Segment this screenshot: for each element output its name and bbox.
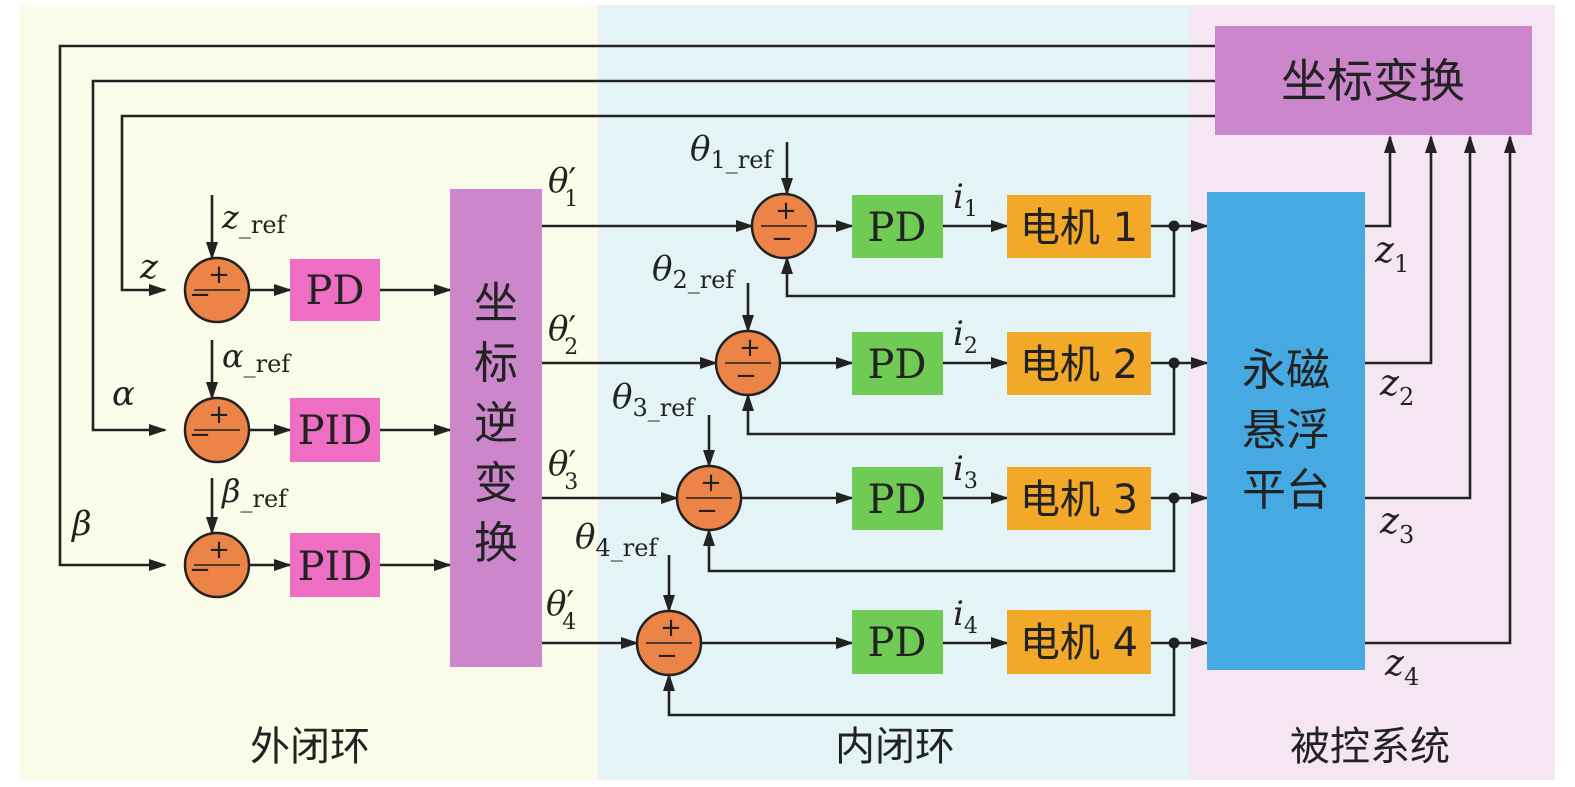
coordinate-transform-block	[1215, 26, 1532, 135]
inner-feedback-2	[742, 363, 1176, 436]
outer-sum-beta: + −	[183, 531, 251, 599]
current-i3-label: i3	[953, 449, 978, 494]
outer-pid-alpha-label: PID	[298, 408, 373, 454]
inner-sum-2: + −	[714, 329, 782, 397]
output-z3-wire	[1365, 135, 1476, 500]
outer-sum-z: + −	[183, 256, 251, 324]
svg-text:+: +	[208, 535, 230, 565]
theta3-prime-label: θ′3	[548, 444, 578, 495]
output-z1-label: z1	[1374, 230, 1409, 278]
theta1-prime-label: θ′1	[548, 161, 578, 212]
inner-pd-label-2: PD	[868, 342, 927, 388]
theta2-ref-label: θ2_ref	[652, 249, 736, 294]
plant-label: 被控系统	[1290, 724, 1450, 770]
motor-block-1	[1007, 195, 1151, 258]
output-z2-label: z2	[1379, 363, 1414, 411]
outer-pd-label: PD	[306, 268, 365, 314]
inner-pd-block-2	[852, 332, 943, 395]
output-z2-wire	[1365, 135, 1437, 365]
beta-ref-label: β_ref	[221, 472, 289, 513]
motor-label-1: 电机 1	[1020, 205, 1138, 251]
theta3-ref-label: θ3_ref	[612, 377, 696, 422]
feedback-alpha-wire	[91, 79, 1215, 436]
platform-label-line-3: 平台	[1242, 465, 1330, 516]
svg-text:+: +	[208, 260, 230, 290]
output-z1-wire	[1365, 135, 1396, 228]
coordinate-transform-label: 坐标变换	[1281, 54, 1465, 108]
inverse-transform-char-4: 变	[474, 458, 518, 509]
current-i2-label: i2	[953, 314, 978, 359]
inner-loop-label: 内闭环	[835, 724, 955, 770]
svg-text:−: −	[696, 496, 718, 526]
alpha-ref-label: α_ref	[222, 337, 292, 378]
motor-block-4	[1007, 610, 1151, 674]
inverse-transform-block	[450, 189, 542, 667]
theta2-prime-label: θ′2	[548, 309, 578, 360]
svg-text:−: −	[771, 224, 793, 254]
svg-text:+: +	[700, 468, 722, 498]
inverse-transform-char-1: 坐	[474, 278, 518, 329]
inner-pd-label-1: PD	[868, 205, 927, 251]
outer-pd-block	[290, 259, 380, 321]
svg-text:+: +	[660, 613, 682, 643]
inner-sum-1: + −	[750, 192, 818, 260]
theta4-prime-label: θ′4	[546, 584, 576, 635]
output-z4-wire	[1365, 135, 1516, 645]
beta-signal-label: β	[70, 504, 92, 544]
motor-block-3	[1007, 467, 1151, 530]
outer-pid-alpha-block	[290, 398, 380, 462]
output-z4-label: z4	[1384, 643, 1419, 691]
inner-sum-3: + −	[675, 464, 743, 532]
outer-pid-beta-label: PID	[298, 544, 373, 590]
motor-block-2	[1007, 332, 1151, 395]
theta1-ref-label: θ1_ref	[690, 129, 774, 174]
feedback-beta-wire	[58, 44, 1215, 571]
platform-label-line-1: 永磁	[1242, 345, 1330, 396]
outer-sum-alpha: + −	[183, 396, 251, 464]
maglev-platform-block	[1207, 192, 1365, 670]
outer-loop-label: 外闭环	[250, 724, 370, 770]
svg-text:−: −	[189, 555, 211, 585]
theta4-ref-label: θ4_ref	[575, 517, 659, 562]
inner-sum-4: + −	[635, 609, 703, 677]
inner-pd-block-3	[852, 467, 943, 530]
svg-text:−: −	[189, 420, 211, 450]
feedback-z-wire	[120, 114, 1215, 296]
inverse-transform-char-5: 换	[474, 518, 518, 569]
motor-label-2: 电机 2	[1020, 342, 1138, 388]
inner-feedback-4	[663, 643, 1176, 717]
svg-text:+: +	[739, 333, 761, 363]
inner-pd-label-3: PD	[868, 477, 927, 523]
svg-text:+: +	[775, 196, 797, 226]
current-i4-label: i4	[953, 594, 978, 639]
alpha-signal-label: α	[112, 374, 135, 414]
inverse-transform-char-3: 逆	[474, 398, 518, 449]
svg-text:+: +	[208, 400, 230, 430]
outer-pid-beta-block	[290, 533, 380, 597]
output-z3-label: z3	[1379, 501, 1414, 549]
inner-pd-label-4: PD	[868, 620, 927, 666]
motor-label-3: 电机 3	[1020, 477, 1138, 523]
z-signal-label: z	[139, 247, 159, 287]
inner-feedback-1	[781, 226, 1176, 298]
inner-feedback-3	[703, 498, 1176, 573]
inner-pd-block-1	[852, 195, 943, 258]
motor-label-4: 电机 4	[1020, 620, 1138, 666]
current-i1-label: i1	[953, 177, 978, 222]
svg-text:−: −	[735, 361, 757, 391]
platform-label-line-2: 悬浮	[1242, 405, 1330, 456]
z-ref-label: z_ref	[221, 198, 288, 239]
svg-text:−: −	[656, 641, 678, 671]
inverse-transform-char-2: 标	[474, 338, 518, 389]
inner-pd-block-4	[852, 610, 943, 674]
svg-text:−: −	[189, 280, 211, 310]
